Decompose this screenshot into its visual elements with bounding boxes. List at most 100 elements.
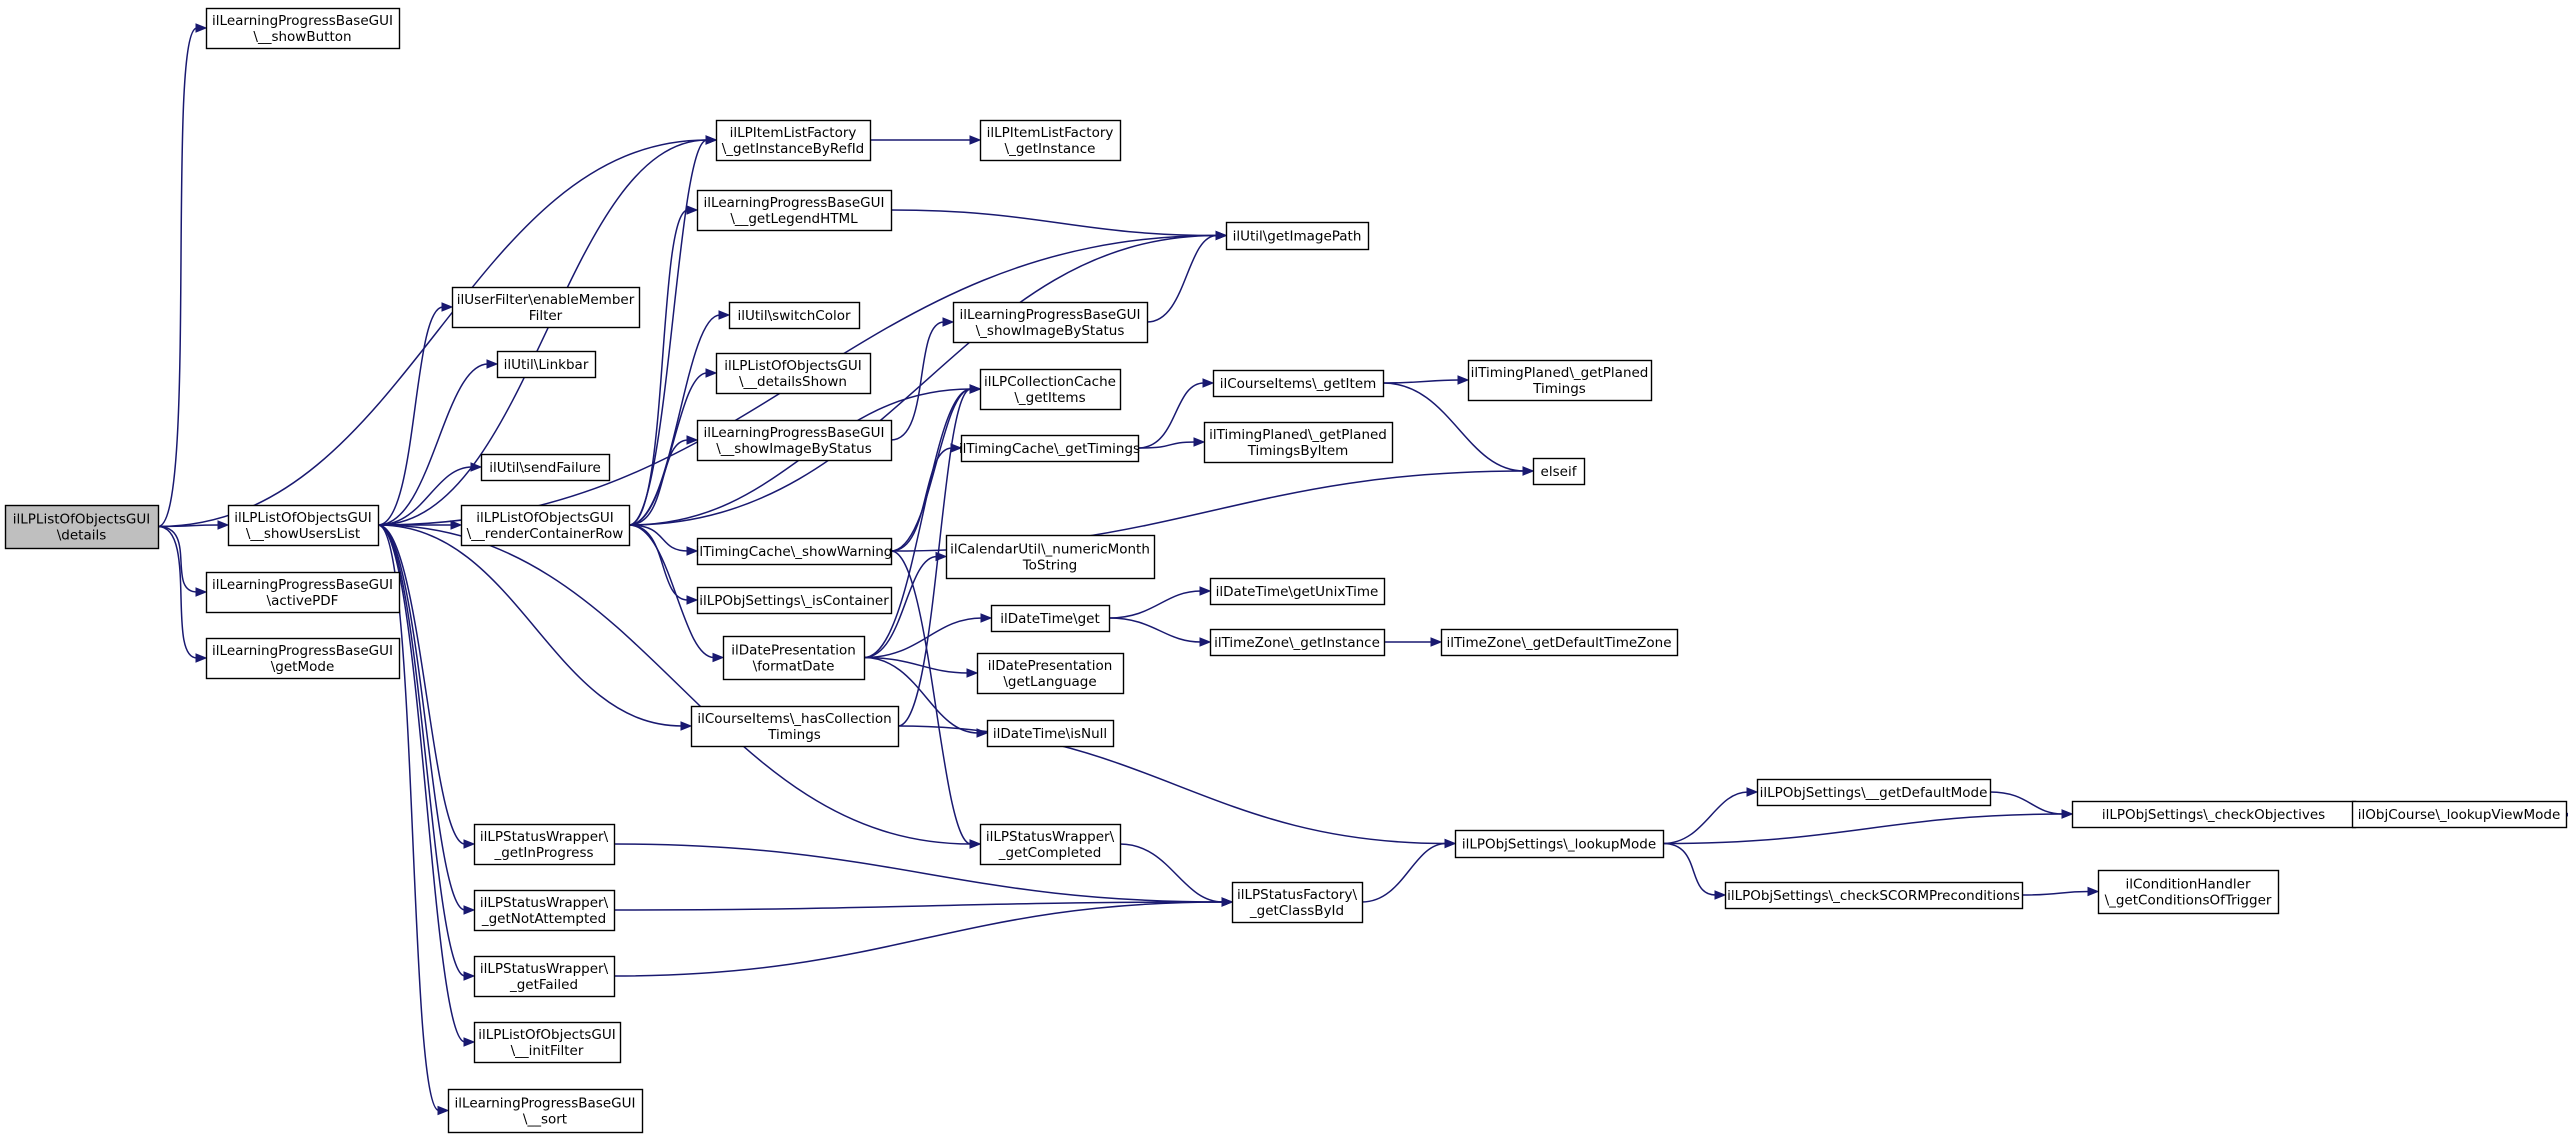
node-label: ilLPObjSettings\_lookupMode [1462,837,1656,853]
node-tzGetInstance[interactable]: ilTimeZone\_getInstance [1209,628,1386,657]
node-label: ilObjCourse\_lookupViewMode [2358,807,2561,823]
node-label: \_getInstance [1005,141,1096,157]
node-detailsShown[interactable]: ilLPListOfObjectsGUI\__detailsShown [715,352,872,395]
node-renderContainerRow[interactable]: ilLPListOfObjectsGUI\__renderContainerRo… [460,504,631,547]
node-showImageByStatus1[interactable]: ilLearningProgressBaseGUI\_showImageBySt… [952,301,1149,344]
node-switchColor[interactable]: ilUtil\switchColor [728,301,861,330]
node-lookupMode[interactable]: ilLPObjSettings\_lookupMode [1454,829,1665,859]
node-label: ilLearningProgressBaseGUI [960,307,1141,323]
node-details[interactable]: ilLPListOfObjectsGUI\details [4,504,160,550]
node-getFailed[interactable]: ilLPStatusWrapper\_getFailed [473,955,616,998]
arrowhead-icon [1746,787,1759,797]
node-getUnixTime[interactable]: ilDateTime\getUnixTime [1209,577,1386,606]
node-box [4,504,160,550]
edge-getLegendHTML-to-getImagePath [890,209,1218,237]
arrowhead-icon [2061,809,2074,819]
node-label: \_getConditionsOfTrigger [2105,893,2272,909]
node-getInProgress[interactable]: ilLPStatusWrapper\_getInProgress [473,823,616,866]
node-label: \__showUsersList [246,526,360,542]
node-dateGet[interactable]: ilDateTime\get [990,604,1111,633]
arrowhead-icon [718,310,731,320]
node-box [496,350,597,379]
edge-checkSCORM-to-getConditionsOfTrigger [2021,890,2090,896]
node-box [728,301,861,330]
node-formatDate[interactable]: ilDatePresentation\formatDate [722,635,866,681]
edge-getCompleted-to-getClassById [1119,843,1224,903]
node-getLanguage[interactable]: ilDatePresentation\getLanguage [976,652,1125,695]
node-box [952,301,1149,344]
node-getInstanceByRefId[interactable]: ilLPItemListFactory\_getInstanceByRefId [715,119,872,162]
edge-dateGet-to-getUnixTime [1108,590,1202,619]
edge-formatDate-to-dateGet [863,617,983,659]
node-label: ilLPListOfObjectsGUI [478,1027,615,1043]
node-label: _getInProgress [493,845,593,861]
node-box [1212,369,1385,398]
node-checkObjectives[interactable]: ilLPObjSettings\_checkObjectives [2071,800,2357,829]
node-box [690,705,900,748]
node-label: ilConditionHandler [2125,877,2251,893]
node-box [1724,881,2024,910]
node-box [1756,778,1992,807]
node-getInstance[interactable]: ilLPItemListFactory\_getInstance [979,119,1122,162]
node-getCompleted[interactable]: ilLPStatusWrapper\_getCompleted [979,823,1122,866]
edge-details-to-showButton [157,27,198,528]
node-getDefaultMode[interactable]: ilLPObjSettings\__getDefaultMode [1756,778,1992,807]
node-box [227,504,380,547]
node-showImageByStatus2[interactable]: ilLearningProgressBaseGUI\__showImageByS… [696,419,893,462]
node-label: \__initFilter [511,1043,584,1059]
node-label: ilTimingCache\_getTimings [959,441,1140,457]
node-checkSCORM[interactable]: ilLPObjSettings\_checkSCORMPreconditions [1724,881,2024,910]
node-showUsersList[interactable]: ilLPListOfObjectsGUI\__showUsersList [227,504,380,547]
node-isContainer[interactable]: ilLPObjSettings\_isContainer [696,586,893,615]
node-showButton[interactable]: ilLearningProgressBaseGUI\__showButton [205,7,401,50]
edge-showUsersList-to-getInProgress [377,524,466,845]
node-lookupViewMode[interactable]: ilObjCourse\_lookupViewMode [2351,800,2568,829]
node-box [722,635,866,681]
node-box [473,823,616,866]
node-getNotAttempted[interactable]: ilLPStatusWrapper\_getNotAttempted [473,889,616,932]
node-getMode[interactable]: ilLearningProgressBaseGUI\getMode [205,637,401,680]
node-elseif[interactable]: elseif [1532,457,1586,486]
arrowhead-icon [195,653,208,663]
node-getImagePath[interactable]: ilUtil\getImagePath [1225,221,1370,251]
edge-details-to-getMode [157,525,198,659]
node-showWarning[interactable]: ilTimingCache\_showWarning [696,537,893,566]
edge-renderContainerRow-to-getInstanceByRefId [628,139,708,526]
edge-showWarning-to-getTimings [890,447,953,552]
call-nodes: ilLPListOfObjectsGUI\details ilLearningPr… [4,7,2568,1134]
node-sort[interactable]: ilLearningProgressBaseGUI\__sort [447,1088,644,1134]
node-activePDF[interactable]: ilLearningProgressBaseGUI\activePDF [205,571,401,614]
node-label: ilLPListOfObjectsGUI [13,512,150,528]
node-label: \_getInstanceByRefId [722,141,865,157]
node-label: ilLPObjSettings\__getDefaultMode [1760,785,1988,801]
node-getTimings[interactable]: ilTimingCache\_getTimings [959,434,1140,463]
edge-showImageByStatus1-to-getImagePath [1146,234,1218,323]
node-getLegendHTML[interactable]: ilLearningProgressBaseGUI\__getLegendHTM… [696,189,893,232]
node-box [696,189,893,232]
node-label: ilCourseItems\_hasCollection [697,711,891,727]
node-label: ilLPObjSettings\_isContainer [699,593,889,609]
node-collectionGetItems[interactable]: ilLPCollectionCache\_getItems [979,368,1122,411]
arrowhead-icon [195,23,208,33]
edge-formatDate-to-isNull [863,656,979,734]
call-edges [157,23,2568,1116]
node-courseGetItem[interactable]: ilCourseItems\_getItem [1212,369,1385,398]
node-isNull[interactable]: ilDateTime\isNull [986,719,1115,748]
node-sendFailure[interactable]: ilUtil\sendFailure [480,453,611,482]
arrowhead-icon [980,613,993,623]
arrowhead-icon [195,587,208,597]
edge-renderContainerRow-to-getImagePath [628,234,1218,526]
node-initFilter[interactable]: ilLPListOfObjectsGUI\__initFilter [473,1021,622,1064]
node-getConditionsOfTrigger[interactable]: ilConditionHandler\_getConditionsOfTrigg… [2097,869,2280,915]
edge-showUsersList-to-initFilter [377,524,466,1043]
node-box [480,453,611,482]
node-getClassById[interactable]: ilLPStatusFactory\_getClassById [1231,881,1364,924]
node-label: ilLPStatusWrapper\ [986,829,1115,845]
node-getDefaultTimeZone[interactable]: ilTimeZone\_getDefaultTimeZone [1440,628,1679,657]
node-linkbar[interactable]: ilUtil\Linkbar [496,350,597,379]
